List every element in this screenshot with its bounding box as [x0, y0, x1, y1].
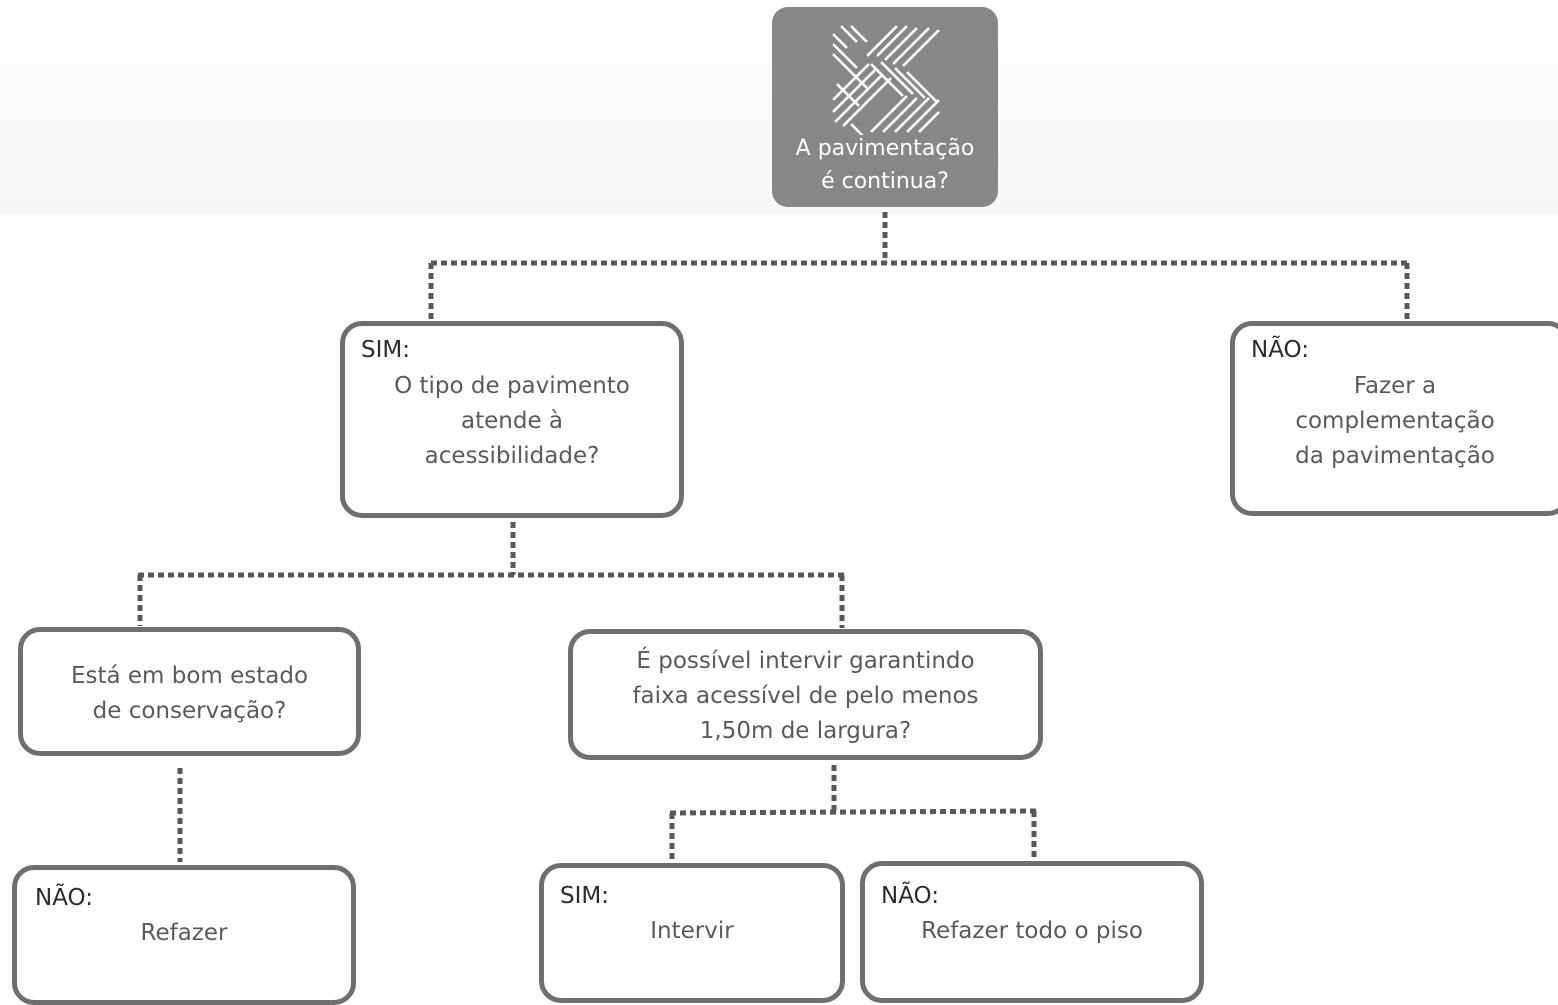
root-question-text: A pavimentação é continua? [772, 132, 998, 198]
node-nao-complementacao: NÃO: Fazer a complementação da pavimenta… [1230, 321, 1558, 516]
node-answer: Intervir [552, 914, 832, 949]
node-line: complementação [1295, 408, 1495, 434]
node-bom-estado: Está em bom estado de conservação? [18, 627, 361, 756]
node-tag: SIM: [361, 337, 410, 363]
node-line: de conservação? [92, 698, 287, 724]
node-line: acessibilidade? [424, 443, 600, 469]
node-answer: Fazer a complementação da pavimentação [1235, 369, 1555, 474]
node-line: faixa acessível de pelo menos [632, 683, 979, 709]
node-answer: Refazer todo o piso [873, 914, 1191, 949]
node-question: É possível intervir garantindo faixa ace… [581, 644, 1030, 749]
node-sim-tipo-pavimento: SIM: O tipo de pavimento atende à acessi… [340, 321, 684, 518]
node-line: atende à [461, 408, 563, 434]
parquet-pavement-icon [832, 25, 940, 135]
node-question: O tipo de pavimento atende à acessibilid… [353, 369, 671, 474]
node-line: 1,50m de largura? [699, 718, 912, 744]
node-tag: NÃO: [1251, 337, 1309, 363]
node-line: da pavimentação [1295, 443, 1495, 469]
node-line: Está em bom estado [70, 663, 309, 689]
node-answer: Refazer [25, 916, 343, 951]
node-line: O tipo de pavimento [394, 373, 630, 399]
node-tag: NÃO: [881, 883, 939, 909]
node-tag: SIM: [560, 883, 609, 909]
connector-possivel-horizontal [669, 808, 1038, 816]
node-nao-refazer: NÃO: Refazer [12, 865, 356, 1005]
root-line-2: é continua? [821, 169, 949, 194]
node-line: Refazer todo o piso [921, 918, 1143, 944]
node-nao-refazer-piso: NÃO: Refazer todo o piso [860, 861, 1204, 1003]
node-tag: NÃO: [35, 885, 93, 911]
node-sim-intervir: SIM: Intervir [539, 863, 845, 1003]
node-line: Fazer a [1353, 373, 1437, 399]
node-line: Refazer [140, 920, 228, 946]
root-question-node: A pavimentação é continua? [772, 7, 998, 207]
root-line-1: A pavimentação [795, 136, 975, 161]
node-possivel-intervir: É possível intervir garantindo faixa ace… [568, 629, 1043, 760]
node-question: Está em bom estado de conservação? [31, 659, 348, 729]
node-line: É possível intervir garantindo [636, 648, 975, 674]
node-line: Intervir [650, 918, 734, 944]
